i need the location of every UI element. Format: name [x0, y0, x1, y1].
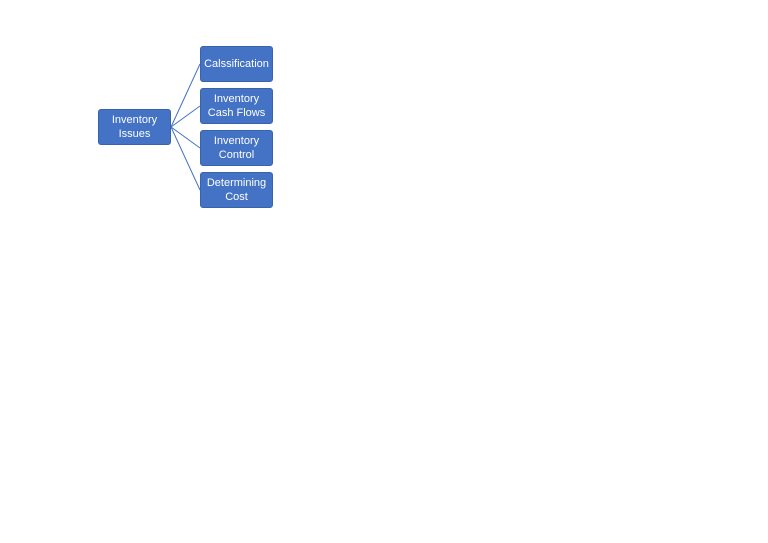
- connector-to-inventory-control: [170, 126, 201, 149]
- child-node-classification: Calssification: [200, 46, 273, 82]
- child-node-label: Determining Cost: [206, 177, 267, 203]
- root-node-inventory-issues: Inventory Issues: [98, 109, 171, 145]
- child-node-inventory-control: Inventory Control: [200, 130, 273, 166]
- connector-to-determining-cost: [170, 126, 201, 191]
- child-node-label: Inventory Cash Flows: [207, 93, 266, 119]
- root-node-label: Inventory Issues: [111, 114, 158, 140]
- child-node-label: Inventory Control: [213, 135, 260, 161]
- child-node-label: Calssification: [204, 58, 269, 70]
- connector-to-classification: [170, 63, 201, 128]
- child-node-determining-cost: Determining Cost: [200, 172, 273, 208]
- connector-to-inventory-cash-flows: [170, 105, 201, 128]
- child-node-inventory-cash-flows: Inventory Cash Flows: [200, 88, 273, 124]
